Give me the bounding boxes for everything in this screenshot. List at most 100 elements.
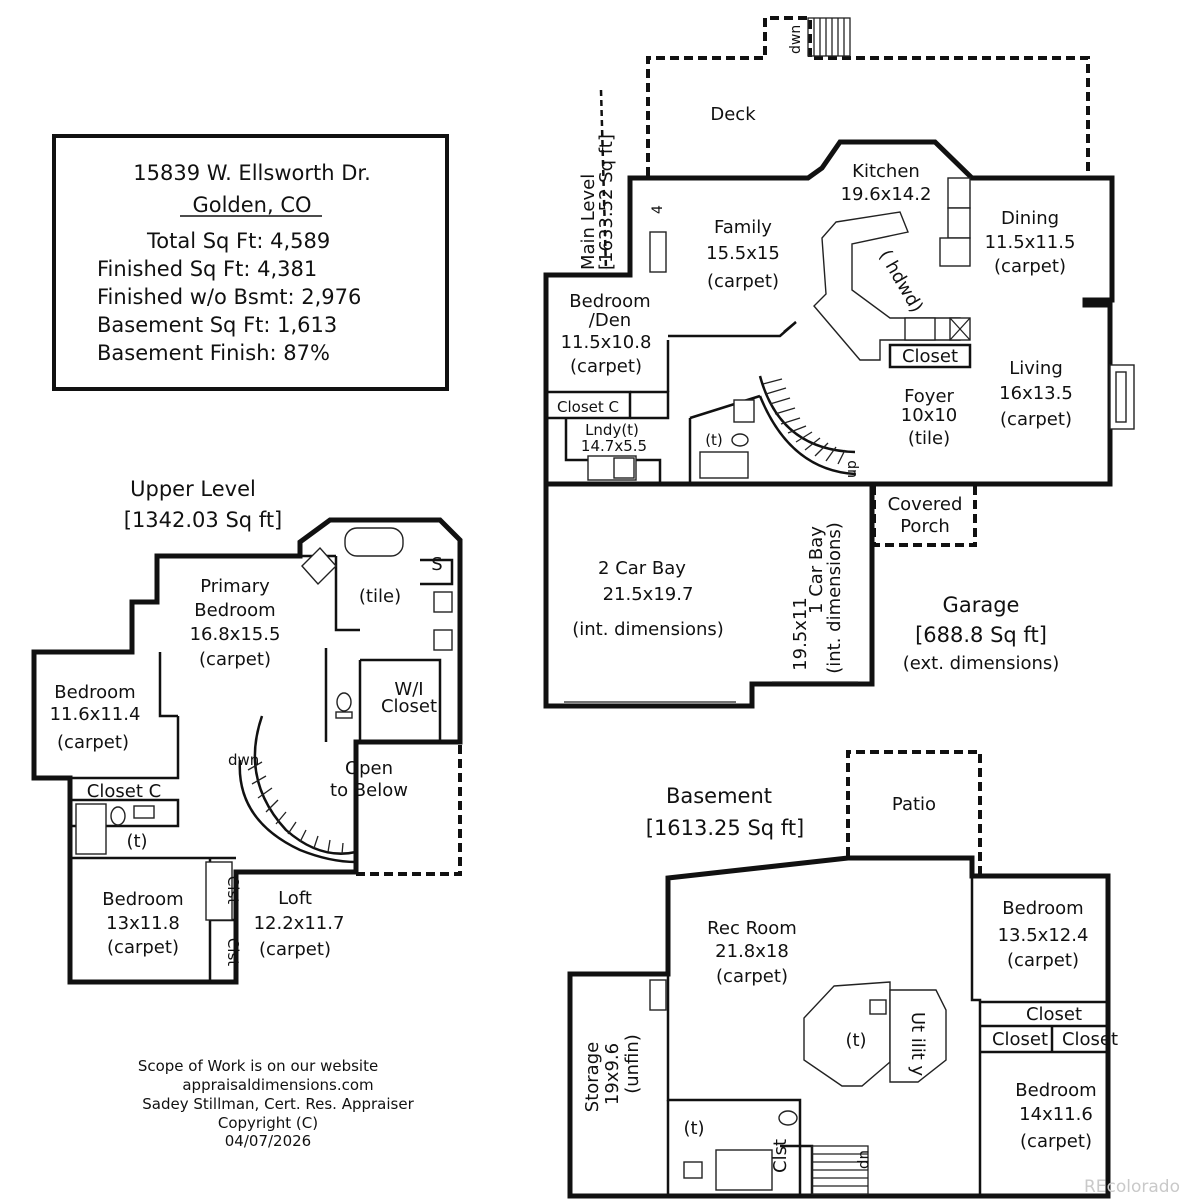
garage-title: Garage [943, 593, 1020, 617]
room-foyer: Foyer [904, 386, 954, 407]
room-1-car-bay-dim: 19.5x11 [790, 597, 811, 671]
room-clst-b: Clst [224, 938, 242, 966]
room-dining-floor: (carpet) [994, 256, 1066, 277]
room-bedroom-bsmt-1-dim: 13.5x12.4 [998, 925, 1089, 946]
credits-scope: Scope of Work is on our website [138, 1057, 378, 1075]
room-primary-bedroom-dim: 16.8x15.5 [190, 624, 281, 645]
room-dining-dim: 11.5x11.5 [985, 232, 1076, 253]
garage-area: [688.8 Sq ft] [915, 623, 1047, 647]
room-1-car-bay-note: (int. dimensions) [824, 522, 845, 674]
room-bedroom-upper-2: Bedroom [102, 889, 183, 910]
room-family: Family [714, 217, 772, 238]
room-bedroom-den: Bedroom [569, 291, 650, 312]
room-bedroom-bsmt-1: Bedroom [1002, 898, 1083, 919]
room-utility: Ut ilit y [907, 1012, 928, 1077]
basement-stairs [811, 1145, 869, 1195]
room-rec-room-dim: 21.8x18 [715, 941, 789, 962]
room-kitchen-dim: 19.6x14.2 [841, 184, 932, 205]
room-bedroom-den-dim: 11.5x10.8 [561, 332, 652, 353]
credits-date: 04/07/2026 [225, 1132, 311, 1150]
room-primary-bedroom-floor: (carpet) [199, 649, 271, 670]
room-kitchen: Kitchen [852, 161, 920, 182]
room-bedroom-upper-1-floor: (carpet) [57, 732, 129, 753]
room-family-floor: (carpet) [707, 271, 779, 292]
room-deck: Deck [710, 104, 756, 125]
room-family-dim: 15.5x15 [706, 243, 780, 264]
room-bedroom-den-floor: (carpet) [570, 356, 642, 377]
room-closet-main: Closet [902, 346, 958, 367]
room-covered-porch: Covered [888, 494, 963, 515]
room-rec-room: Rec Room [707, 918, 797, 939]
room-2-car-bay-note: (int. dimensions) [572, 619, 724, 640]
upper-level-title: Upper Level [130, 477, 256, 501]
room-bedroom-bsmt-2-floor: (carpet) [1020, 1131, 1092, 1152]
room-1-car-bay: 1 Car Bay [806, 526, 827, 614]
room-laundry: Lndy(t) [585, 421, 639, 439]
property-info-box: 15839 W. Ellsworth Dr. Golden, CO Total … [52, 134, 449, 391]
shower-label: S [431, 554, 442, 575]
main-level-plan: dwn Deck Closet [543, 16, 1135, 709]
room-closet-c-main: Closet C [557, 398, 619, 416]
finished-sqft: Finished Sq Ft: 4,381 [97, 257, 317, 281]
room-patio: Patio [892, 794, 936, 815]
basement-stairs-label: up [856, 1150, 874, 1169]
room-rec-room-floor: (carpet) [716, 966, 788, 987]
room-closet-c-upper: Closet C [87, 781, 161, 802]
room-storage: Storage [582, 1042, 603, 1112]
upper-stairs [238, 715, 357, 864]
room-living: Living [1009, 358, 1063, 379]
credits-copyright: Copyright (C) [218, 1114, 318, 1132]
upper-bath-label: (t) [126, 831, 147, 852]
basement-finish: Basement Finish: 87% [97, 341, 330, 365]
basement-bath-label: (t) [683, 1118, 704, 1139]
room-wi-closet: W/I [394, 679, 423, 700]
room-living-floor: (carpet) [1000, 409, 1072, 430]
room-loft: Loft [278, 888, 312, 909]
room-2-car-bay-dim: 21.5x19.7 [603, 584, 694, 605]
property-address: 15839 W. Ellsworth Dr. [133, 161, 371, 185]
watermark-logo: REcolorado [1084, 1177, 1180, 1197]
main-stairs-4: 4 [650, 205, 666, 214]
main-stairs-label: up [844, 460, 860, 478]
appraiser-credits: Scope of Work is on our website appraisa… [138, 1057, 415, 1150]
credits-appraiser: Sadey Stillman, Cert. Res. Appraiser [142, 1095, 414, 1113]
deck-stairs-label: dwn [788, 25, 804, 54]
room-loft-floor: (carpet) [259, 939, 331, 960]
room-bedroom-bsmt-2-dim: 14x11.6 [1019, 1104, 1093, 1125]
room-primary-bedroom: Primary [200, 576, 270, 597]
basement-title: Basement [666, 784, 772, 808]
room-closet-bsmt-3: Closet [1062, 1029, 1118, 1050]
room-foyer-dim: 10x10 [901, 405, 957, 426]
room-kitchen-floor: ( hdwd) [874, 246, 927, 316]
room-foyer-floor: (tile) [908, 428, 950, 449]
room-closet-bsmt-2: Closet [992, 1029, 1048, 1050]
room-living-dim: 16x13.5 [999, 383, 1073, 404]
finished-without-basement: Finished w/o Bsmt: 2,976 [97, 285, 361, 309]
upper-level-plan: Upper Level [1342.03 Sq ft] S [31, 477, 463, 985]
room-bedroom-upper-1-dim: 11.6x11.4 [50, 704, 141, 725]
garage-note: (ext. dimensions) [903, 653, 1060, 674]
room-primary-bath-floor: (tile) [359, 586, 401, 607]
room-bedroom-bsmt-1-floor: (carpet) [1007, 950, 1079, 971]
room-closet-bsmt-1: Closet [1026, 1004, 1082, 1025]
room-laundry-dim: 14.7x5.5 [581, 437, 647, 455]
main-bath-label: (t) [705, 431, 723, 449]
room-storage-dim: 19x9.6 [602, 1043, 623, 1105]
room-dining: Dining [1001, 208, 1059, 229]
upper-stairs-label: dwn [228, 751, 259, 769]
room-primary-bedroom-sub: Bedroom [194, 600, 275, 621]
main-level-area: [1633.52 Sq ft] [596, 134, 617, 270]
credits-website: appraisaldimensions.com [182, 1076, 373, 1094]
basement-sqft: Basement Sq Ft: 1,613 [97, 313, 337, 337]
deck-stairs [807, 17, 851, 57]
room-bedroom-den-sub: /Den [589, 310, 631, 331]
main-level-title: Main Level [578, 174, 599, 270]
room-bedroom-upper-2-floor: (carpet) [107, 937, 179, 958]
room-covered-porch-sub: Porch [900, 516, 950, 537]
room-open-below-sub: to Below [330, 780, 408, 801]
room-bedroom-bsmt-2: Bedroom [1015, 1080, 1096, 1101]
room-storage-note: (unfin) [622, 1034, 643, 1094]
room-wi-closet-sub: Closet [381, 696, 437, 717]
utility-bath-label: (t) [845, 1030, 866, 1051]
room-bedroom-upper-2-dim: 13x11.8 [106, 913, 180, 934]
